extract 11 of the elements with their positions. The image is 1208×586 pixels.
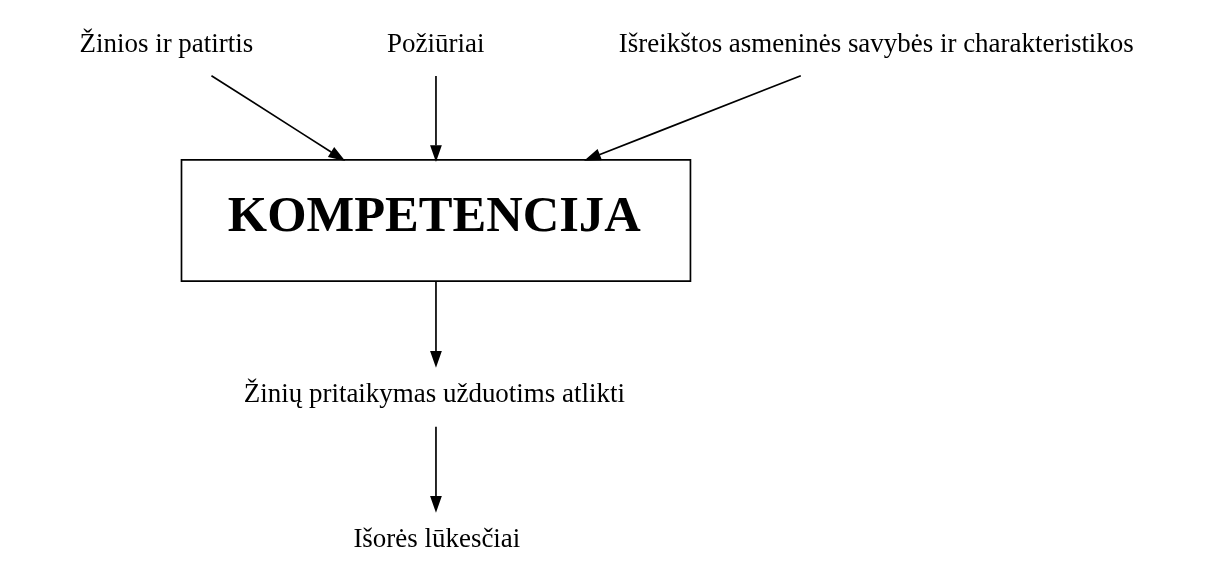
arrow: [429, 425, 442, 513]
arrow: [210, 74, 345, 161]
node-text: Žinios ir patirtis: [79, 27, 253, 58]
arrow: [429, 280, 442, 368]
node-text: Požiūriai: [386, 27, 484, 58]
arrow: [429, 75, 442, 163]
node-text: Išreikštos asmeninės savybės ir charakteristikos: [618, 27, 1134, 58]
node-box: KOMPETENCIJA: [180, 159, 691, 283]
node-text: Išorės lūkesčiai: [352, 523, 520, 554]
node-text: Žinių pritaikymas užduotims atlikti: [243, 378, 625, 409]
arrow: [583, 74, 802, 161]
